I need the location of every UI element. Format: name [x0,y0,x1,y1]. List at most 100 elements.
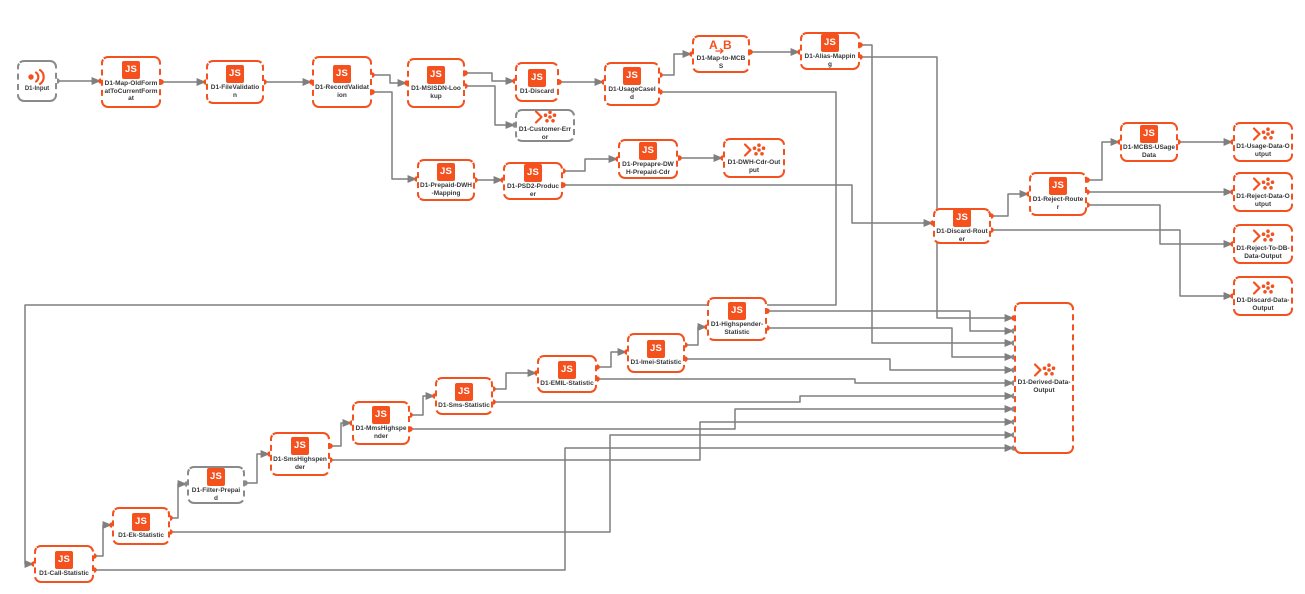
edge-smshigh-derived[interactable] [330,418,1014,461]
edge-ek-filter[interactable] [170,480,187,519]
topic-icon [743,143,766,157]
node-input[interactable]: D1-Input [17,60,57,102]
node-label: D1-DWH-Cdr-Output [727,158,781,174]
node-derived[interactable]: D1-Derived-Data-Output [1014,302,1074,454]
edge-usagecase-maptomcbs[interactable] [660,50,692,76]
node-label: D1-Reject-Router [1032,195,1084,211]
node-label: D1-UsageCaseId [608,85,656,101]
node-label: D1-Imei-Statistic [630,358,682,366]
edge-rejectrouter-rejecttodb[interactable] [1087,204,1233,248]
edge-psd2-prepapre[interactable] [563,155,618,172]
signal-icon [28,68,45,85]
node-label: D1-Reject-Data-Output [1236,192,1290,208]
node-label: D1-RecordValidation [315,83,369,99]
topic-icon [1252,281,1275,295]
edge-emil-imei[interactable] [597,348,627,368]
node-usageout[interactable]: D1-Usage-Data-Output [1233,122,1293,162]
edge-highsp-derived[interactable] [767,327,1014,361]
edge-alias-derived[interactable] [860,56,1014,322]
edge-psd2-discardrouter[interactable] [563,184,933,227]
node-label: D1-Prepaid-DWH-Mapping [420,181,473,197]
edge-ek-derived[interactable] [170,431,1014,533]
node-label: D1-Ek-Statistic [118,531,164,539]
edge-smshigh-mms[interactable] [330,419,352,447]
edge-discardrouter-discardout[interactable] [991,229,1233,300]
js-icon: JS [1140,124,1158,143]
edge-emil-derived[interactable] [597,378,1014,387]
svg-text:B: B [723,38,732,52]
edge-sms-emil[interactable] [493,369,537,390]
node-label: D1-Derived-Data-Output [1017,378,1071,394]
node-label: D1-Sms-Statistic [438,401,490,409]
edge-msisdn-custerr[interactable] [465,85,515,129]
topic-icon [1252,127,1275,141]
edge-alias-derived[interactable] [860,44,1014,347]
node-discardout[interactable]: D1-Discard-Data-Output [1233,276,1293,316]
edge-discardrouter-rejectrouter[interactable] [991,190,1029,217]
js-icon: JS [291,436,309,455]
node-custerr[interactable]: D1-Customer-Error [515,109,575,142]
edge-filter-smshigh[interactable] [245,450,270,484]
node-dwhcdrout[interactable]: D1-DWH-Cdr-Output [723,138,785,178]
js-icon: JS [122,60,140,79]
js-icon: JS [558,360,576,379]
node-rejecttodb[interactable]: D1-Reject-To-DB-Data-Output [1233,224,1293,264]
node-label: D1-Input [24,85,50,92]
edge-mms-sms[interactable] [410,392,435,416]
node-label: D1-Map-to-MCBS [696,55,746,70]
topic-icon [1252,177,1275,191]
edge-recordval-msisdn[interactable] [372,74,407,87]
edge-call-ek[interactable] [94,521,112,557]
edge-usagecase-call[interactable] [24,91,837,568]
node-label: D1-Prepapre-DWH-Prepaid-Cdr [622,160,674,176]
js-icon: JS [427,65,445,84]
node-label: D1-Map-OldFormatToCurrentFormat [104,79,158,103]
js-icon: JS [1049,176,1067,195]
topic-icon [1033,363,1056,377]
node-label: D1-PSD2-Producer [506,182,559,198]
edge-rejectrouter-mcbsusage[interactable] [1087,138,1120,181]
node-label: D1-Usage-Data-Output [1236,142,1290,158]
edge-imei-derived[interactable] [685,358,1014,374]
edge-call-derived[interactable] [94,444,1014,571]
node-label: D1-FileValidation [210,83,260,99]
js-icon: JS [55,550,73,569]
js-icon: JS [455,382,473,401]
edge-highsp-derived[interactable] [767,310,1014,335]
node-label: D1-Customer-Error [518,126,572,141]
edge-recordval-prepaiddwh[interactable] [372,91,417,183]
node-rejectout[interactable]: D1-Reject-Data-Output [1233,172,1293,212]
js-icon: JS [647,339,665,358]
js-icon: JS [333,64,351,83]
edge-msisdn-discard[interactable] [465,72,515,85]
node-label: D1-EMIL-Statistic [540,379,594,387]
edge-sms-derived[interactable] [493,392,1014,403]
edge-mms-derived[interactable] [410,405,1014,430]
edge-imei-highsp[interactable] [685,323,707,346]
